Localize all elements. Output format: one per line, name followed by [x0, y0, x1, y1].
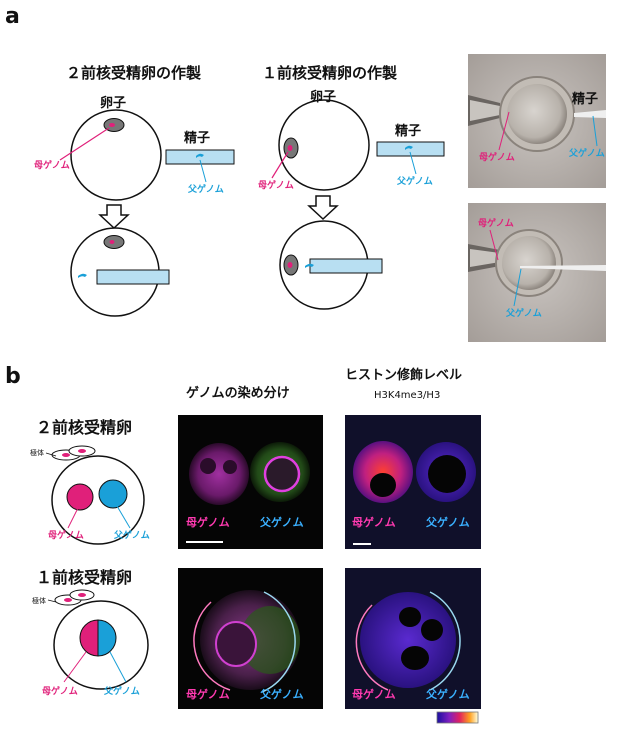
title-2pn-production: ２前核受精卵の作製 [66, 64, 202, 82]
label-egg-right: 卵子 [310, 90, 337, 105]
label-paternal-left: 父ゲノム [188, 185, 224, 195]
column-title-staining: ゲノムの染め分け [186, 386, 290, 401]
label-sperm-left: 精子 [184, 131, 211, 146]
label-photo-maternal-top: 母ゲノム [479, 153, 515, 163]
color-scale-bar [436, 711, 479, 724]
label-b-maternal-1pn: 母ゲノム [42, 687, 78, 697]
stain-image-1pn [178, 568, 323, 709]
label-photo-maternal-bottom: 母ゲノム [478, 219, 514, 229]
title-1pn-production: １前核受精卵の作製 [262, 64, 398, 82]
label-maternal-left: 母ゲノム [34, 161, 70, 171]
stain-maternal-2pn: 母ゲノム [186, 516, 230, 529]
label-polar-body-2pn: 極体 [30, 449, 44, 457]
panel-label-a: a [5, 4, 20, 29]
zygote-2pn-schematic [45, 445, 145, 545]
label-paternal-right: 父ゲノム [397, 177, 433, 187]
panel-label-b: b [5, 364, 21, 389]
label-b-paternal-2pn: 父ゲノム [114, 531, 150, 541]
label-b-maternal-2pn: 母ゲノム [48, 531, 84, 541]
histone-maternal-2pn: 母ゲノム [352, 516, 396, 529]
label-maternal-right: 母ゲノム [258, 181, 294, 191]
label-photo-paternal-bottom: 父ゲノム [506, 309, 542, 319]
egg-2pn-top [59, 109, 162, 201]
egg-1pn-top [271, 99, 370, 191]
label-polar-body-1pn: 極体 [32, 597, 46, 605]
egg-1pn-bottom [279, 220, 383, 310]
histone-image-1pn [345, 568, 481, 709]
label-egg-left: 卵子 [100, 96, 127, 111]
down-arrow-middle [307, 195, 339, 221]
histone-paternal-2pn: 父ゲノム [426, 516, 470, 529]
column-title-histone: ヒストン修飾レベル [345, 368, 463, 383]
column-subtitle-h3k4me3: H3K4me3/H3 [374, 390, 441, 401]
micrograph-bottom [468, 203, 606, 342]
histone-paternal-1pn: 父ゲノム [426, 688, 470, 701]
down-arrow-left [98, 204, 130, 230]
stain-maternal-1pn: 母ゲノム [186, 688, 230, 701]
row-title-2pn: ２前核受精卵 [36, 418, 133, 437]
label-sperm-right: 精子 [395, 124, 422, 139]
stain-paternal-1pn: 父ゲノム [260, 688, 304, 701]
histone-maternal-1pn: 母ゲノム [352, 688, 396, 701]
label-photo-sperm: 精子 [572, 92, 599, 107]
label-photo-paternal-top: 父ゲノム [569, 149, 605, 159]
histone-image-2pn [345, 415, 481, 549]
stain-image-2pn [178, 415, 323, 549]
zygote-1pn-schematic [47, 589, 149, 690]
label-b-paternal-1pn: 父ゲノム [104, 687, 140, 697]
egg-2pn-bottom [70, 227, 170, 317]
micrograph-top [468, 54, 606, 188]
sperm-channel-top-right [376, 141, 445, 175]
sperm-channel-top-left [165, 149, 235, 183]
row-title-1pn: １前核受精卵 [36, 568, 133, 587]
stain-paternal-2pn: 父ゲノム [260, 516, 304, 529]
